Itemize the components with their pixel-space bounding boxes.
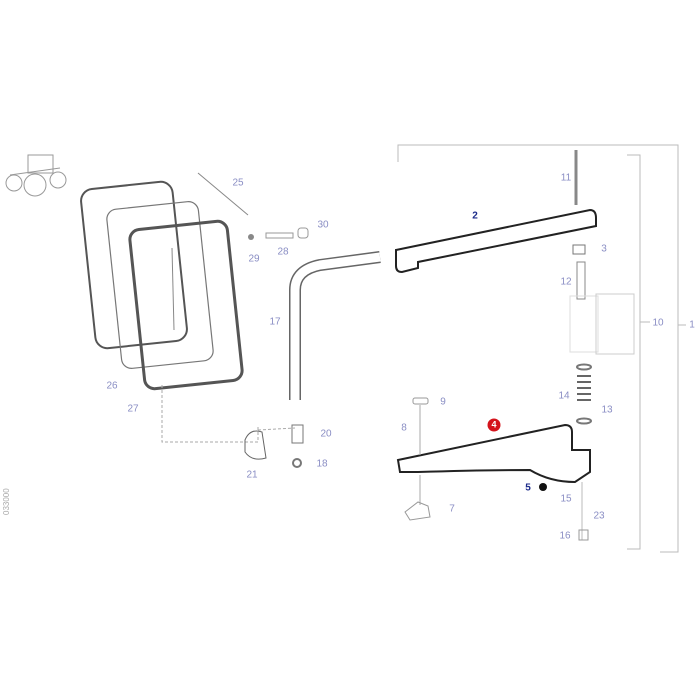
callout-25[interactable]: 25 xyxy=(232,177,244,189)
callout-29[interactable]: 29 xyxy=(248,253,260,265)
callout-11[interactable]: 11 xyxy=(560,172,572,184)
tractor-icon xyxy=(5,154,67,197)
callout-7[interactable]: 7 xyxy=(449,503,455,515)
callout-2[interactable]: 2 xyxy=(472,210,478,222)
callout-23[interactable]: 23 xyxy=(593,510,605,522)
callout-30[interactable]: 30 xyxy=(317,219,329,231)
callout-5[interactable]: 5 xyxy=(525,482,531,494)
callout-18[interactable]: 18 xyxy=(316,458,328,470)
diagram-code: 033000 xyxy=(2,488,11,515)
callout-26[interactable]: 26 xyxy=(106,380,118,392)
callout-4-selected[interactable]: 4 xyxy=(487,418,501,432)
callout-28[interactable]: 28 xyxy=(277,246,289,258)
callout-15[interactable]: 15 xyxy=(560,493,572,505)
callout-12[interactable]: 12 xyxy=(560,276,572,288)
upper-arm xyxy=(395,208,597,274)
callout-1[interactable]: 1 xyxy=(689,319,695,331)
callout-14[interactable]: 14 xyxy=(558,390,570,402)
callout-9[interactable]: 9 xyxy=(440,396,446,408)
callout-20[interactable]: 20 xyxy=(320,428,332,440)
callout-17[interactable]: 17 xyxy=(269,316,281,328)
callout-3[interactable]: 3 xyxy=(601,243,607,255)
callout-27[interactable]: 27 xyxy=(127,403,139,415)
callout-10[interactable]: 10 xyxy=(652,317,664,329)
lower-arm xyxy=(396,423,591,484)
mirror-frame xyxy=(128,219,244,391)
callout-13[interactable]: 13 xyxy=(601,404,613,416)
callout-8[interactable]: 8 xyxy=(401,422,407,434)
callout-16[interactable]: 16 xyxy=(559,530,571,542)
callout-21[interactable]: 21 xyxy=(246,469,258,481)
mirror-glass xyxy=(106,201,214,369)
